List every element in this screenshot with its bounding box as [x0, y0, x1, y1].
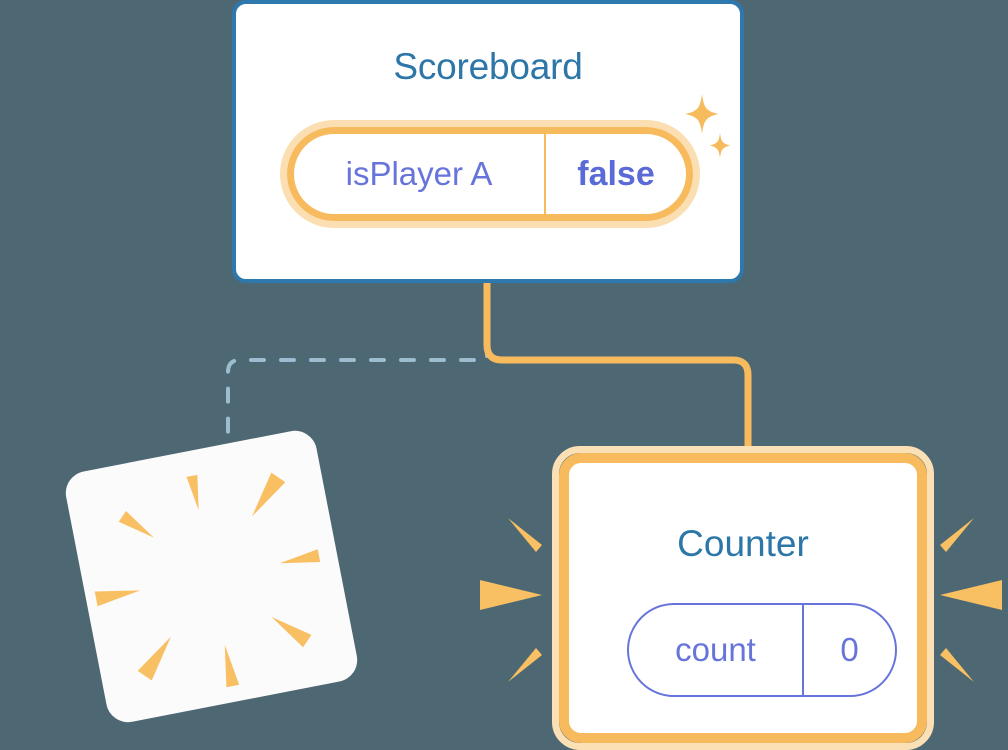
burst-ray	[118, 510, 154, 538]
burst-ray	[271, 617, 312, 648]
counter-ray	[940, 518, 974, 552]
counter-card-body[interactable]: Counter count 0	[559, 453, 927, 743]
counter-ray	[508, 648, 542, 682]
scoreboard-pill[interactable]: isPlayer A false	[280, 120, 700, 228]
burst-ray	[252, 472, 286, 517]
burst-card[interactable]	[62, 427, 361, 726]
burst-ray	[94, 590, 141, 607]
scoreboard-pill-body[interactable]: isPlayer A false	[287, 127, 693, 221]
scoreboard-title: Scoreboard	[393, 46, 583, 87]
counter-rays-right	[940, 518, 1002, 682]
counter-ray	[480, 580, 542, 610]
scoreboard-card[interactable]: Scoreboard isPlayer A false	[232, 0, 744, 283]
burst-ray	[186, 474, 199, 511]
sparkle-small-icon	[709, 133, 731, 158]
burst-rays-icon	[94, 472, 321, 688]
counter-pill-key: count	[629, 605, 804, 695]
counter-pill[interactable]: count 0	[627, 603, 897, 697]
burst-ray	[137, 636, 171, 681]
counter-ray	[940, 580, 1002, 610]
burst-ray	[224, 644, 240, 688]
connector-scoreboard-to-counter	[483, 283, 752, 450]
counter-card[interactable]: Counter count 0	[552, 446, 934, 750]
scoreboard-pill-halo	[280, 120, 700, 228]
counter-ray	[508, 518, 542, 552]
counter-rays-left	[480, 518, 542, 682]
scoreboard-pill-key: isPlayer A	[294, 134, 546, 214]
counter-ray	[940, 648, 974, 682]
counter-pill-value: 0	[840, 631, 859, 668]
sparkle-group	[685, 94, 731, 158]
counter-title: Counter	[677, 523, 809, 564]
sparkle-large-icon	[685, 94, 719, 134]
scoreboard-pill-value: false	[577, 154, 655, 193]
burst-ray	[279, 549, 321, 564]
